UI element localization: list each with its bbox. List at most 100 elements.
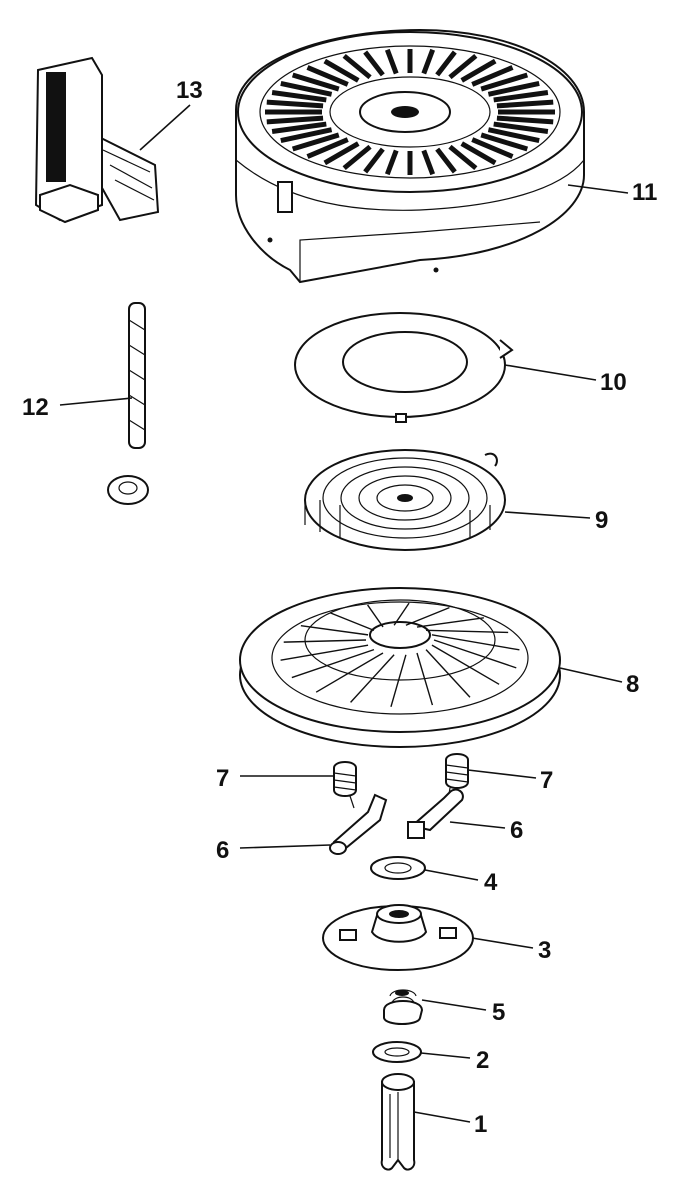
pulley-vane xyxy=(350,654,395,703)
callout-4: 4 xyxy=(484,869,498,896)
vent-slot xyxy=(421,149,436,176)
vent-slot xyxy=(342,53,372,80)
vent-slot xyxy=(342,144,372,171)
callout-12: 12 xyxy=(22,394,49,421)
callout-8: 8 xyxy=(626,671,639,698)
vent-slot xyxy=(448,53,478,80)
vent-slot xyxy=(480,72,529,92)
pulley-vane xyxy=(393,602,410,626)
vent-slot xyxy=(306,65,349,87)
part-6-pawl-right xyxy=(407,788,464,839)
leader-6-left xyxy=(239,844,331,849)
vent-slot xyxy=(435,147,457,174)
callout-11: 11 xyxy=(632,179,657,206)
vent-slot xyxy=(280,127,333,144)
vent-slot xyxy=(487,80,540,97)
callout-labels: 13 11 10 12 9 8 7 7 6 6 4 3 5 2 1 xyxy=(22,77,657,1138)
vent-slot xyxy=(487,127,540,144)
vent-slot xyxy=(363,147,385,174)
part-8-rope-pulley xyxy=(239,587,561,748)
part-11-starter-housing xyxy=(235,28,585,284)
leader-2 xyxy=(420,1052,471,1059)
vent-slot xyxy=(306,137,349,159)
callout-7-left: 7 xyxy=(216,765,229,792)
part-7-pawl-spring-right xyxy=(445,753,469,801)
vent-slot xyxy=(493,121,549,134)
part-10-spring-cover-plate xyxy=(294,312,514,423)
leader-9 xyxy=(504,511,591,519)
vent-slot xyxy=(471,65,514,87)
vent-slot xyxy=(271,121,327,134)
callout-6-left: 6 xyxy=(216,837,229,864)
vent-slot xyxy=(493,90,549,103)
vent-slot xyxy=(363,50,385,77)
vent-slot xyxy=(271,90,327,103)
leader-12 xyxy=(59,397,133,406)
pulley-vane xyxy=(425,649,471,698)
vent-slot xyxy=(323,141,360,166)
pulley-vane xyxy=(405,606,450,626)
pulley-vane xyxy=(291,648,375,679)
vent-slot xyxy=(384,149,399,176)
leader-8 xyxy=(559,667,623,683)
callout-6-right: 6 xyxy=(510,817,523,844)
vent-slot xyxy=(384,48,399,75)
callout-1: 1 xyxy=(474,1111,487,1138)
vent-slot xyxy=(266,115,324,125)
pulley-vane xyxy=(431,634,520,651)
vent-slot xyxy=(291,72,340,92)
part-2-washer xyxy=(372,1041,422,1063)
callout-2: 2 xyxy=(476,1047,489,1074)
vent-slot xyxy=(448,144,478,171)
vent-slot xyxy=(280,80,333,97)
callout-9: 9 xyxy=(595,507,608,534)
part-13-starter-handle xyxy=(34,56,160,224)
part-12-starter-rope xyxy=(107,302,149,505)
pulley-vane xyxy=(300,624,369,636)
pulley-vane xyxy=(280,644,369,661)
leader-6-right xyxy=(449,821,506,829)
vent-slot xyxy=(435,50,457,77)
part-7-pawl-spring-left xyxy=(333,761,357,809)
pulley-vane xyxy=(390,654,407,708)
vent-slot xyxy=(323,58,360,83)
pulley-vane xyxy=(416,617,484,628)
vent-slot xyxy=(460,58,497,83)
callout-10: 10 xyxy=(600,369,627,396)
part-5-center-spring xyxy=(383,989,424,1025)
pulley-vane xyxy=(283,639,367,643)
pulley-vane xyxy=(329,612,375,632)
pulley-vane xyxy=(431,644,500,685)
leader-5 xyxy=(421,999,487,1011)
pulley-vane xyxy=(315,652,384,693)
vent-slot xyxy=(291,132,340,152)
vent-slot xyxy=(471,137,514,159)
callout-3: 3 xyxy=(538,937,551,964)
vent-slot xyxy=(421,48,436,75)
vent-slot xyxy=(496,99,554,109)
part-6-pawl-left xyxy=(329,793,388,855)
pulley-vane xyxy=(433,639,517,669)
vent-slot xyxy=(266,99,324,109)
leader-11 xyxy=(567,184,629,194)
leader-4 xyxy=(424,869,479,881)
leader-7-right xyxy=(467,769,537,779)
vent-slot xyxy=(480,132,529,152)
pulley-vane xyxy=(416,652,434,706)
part-3-pawl-retainer xyxy=(322,904,474,971)
part-4-washer xyxy=(370,856,426,880)
part-9-recoil-spring xyxy=(304,449,506,551)
vent-slot xyxy=(460,141,497,166)
callout-5: 5 xyxy=(492,999,505,1026)
leader-10 xyxy=(504,364,597,381)
leader-3 xyxy=(471,937,534,949)
callout-7-right: 7 xyxy=(540,767,553,794)
part-1-center-pin xyxy=(380,1073,416,1171)
leader-1 xyxy=(413,1111,471,1123)
leader-13 xyxy=(139,104,191,151)
pulley-vane xyxy=(367,604,384,628)
pulley-vane xyxy=(426,629,509,634)
callout-13: 13 xyxy=(176,77,203,104)
vent-slot xyxy=(496,115,554,125)
